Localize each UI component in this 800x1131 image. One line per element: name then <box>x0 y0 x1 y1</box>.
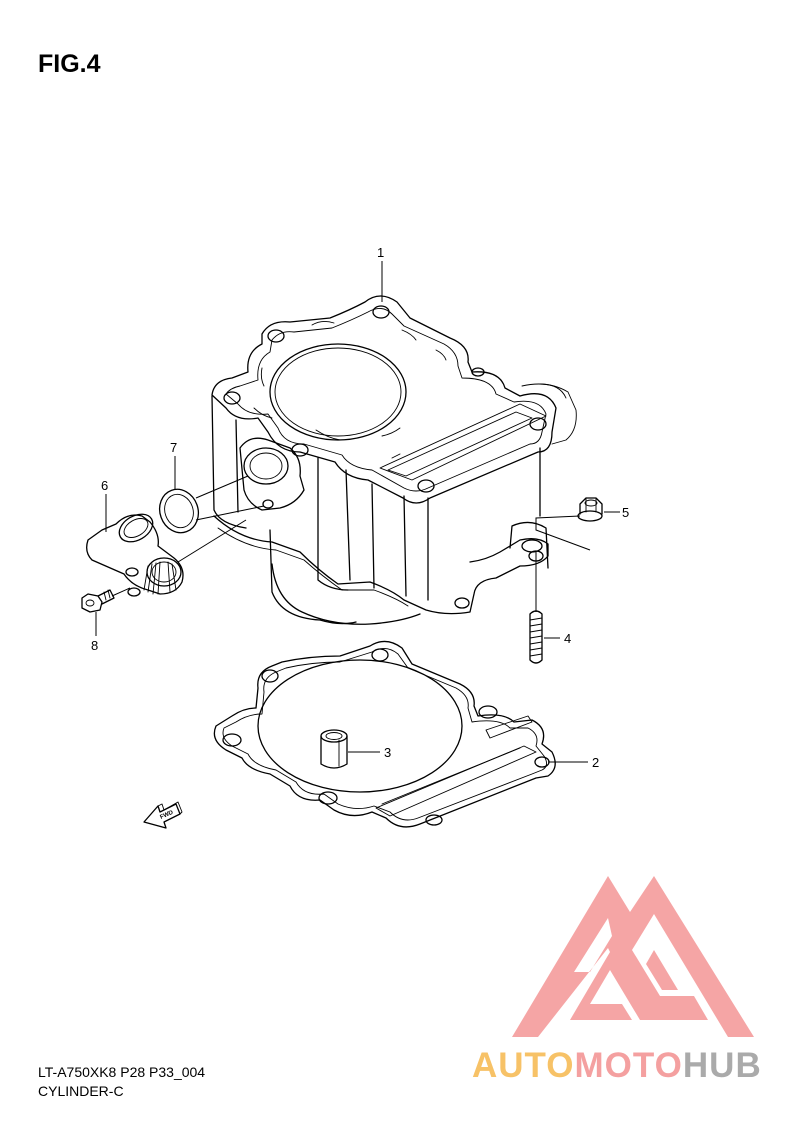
flange-nut-part[interactable] <box>577 497 603 522</box>
part-number-1: 1 <box>377 245 384 260</box>
watermark-part-a: AUTO <box>472 1046 575 1085</box>
leader-lines <box>95 261 620 763</box>
watermark-part-b: MOTO <box>574 1046 683 1085</box>
figure-code: LT-A750XK8 P28 P33_004 <box>38 1064 206 1080</box>
part-number-3: 3 <box>384 745 391 760</box>
watermark-text: AUTOMOTOHUB <box>472 1046 762 1086</box>
cylinder-part[interactable] <box>211 295 577 625</box>
o-ring-part[interactable] <box>154 484 205 538</box>
part-number-2: 2 <box>592 755 599 770</box>
dowel-pin-part[interactable] <box>320 729 348 769</box>
watermark-part-c: HUB <box>682 1046 762 1085</box>
fwd-label: FWD <box>159 810 175 821</box>
part-number-6: 6 <box>101 478 108 493</box>
part-number-4: 4 <box>564 631 571 646</box>
stud-bolt-part[interactable] <box>529 610 543 664</box>
part-number-5: 5 <box>622 505 629 520</box>
watermark-logo-icon <box>512 876 754 1037</box>
bolt-part[interactable] <box>81 589 115 613</box>
water-outlet-pipe-part[interactable] <box>86 509 184 597</box>
part-number-7: 7 <box>170 440 177 455</box>
figure-title: FIG.4 <box>38 50 101 78</box>
forward-direction-arrow-icon: FWD <box>143 801 183 829</box>
cylinder-gasket-part[interactable] <box>213 640 556 828</box>
assembly-lines <box>111 475 591 612</box>
figure-name: CYLINDER-C <box>38 1083 124 1099</box>
part-number-8: 8 <box>91 638 98 653</box>
